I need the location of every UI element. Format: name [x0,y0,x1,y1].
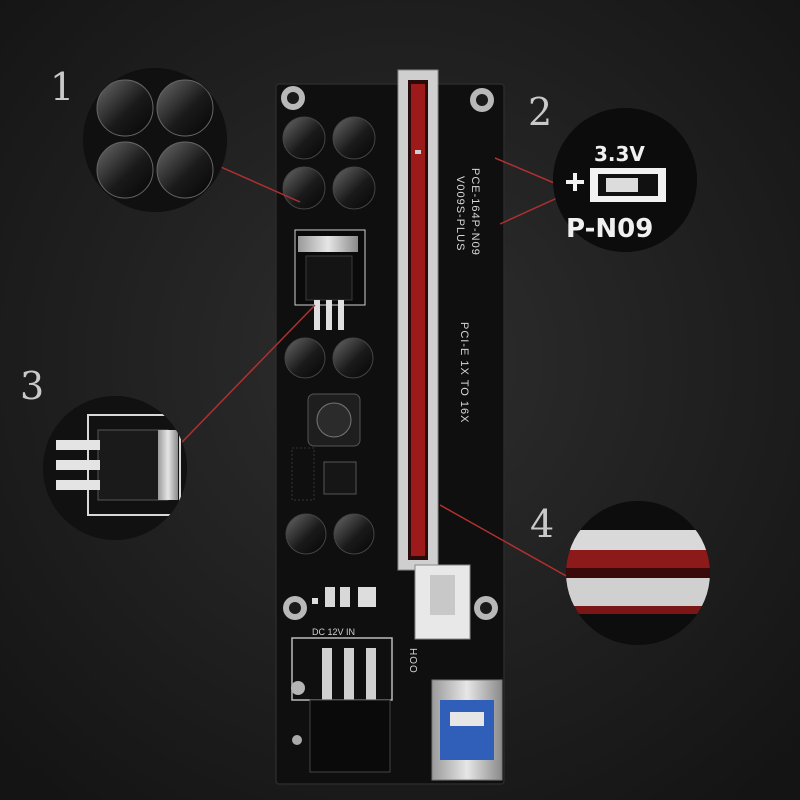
dc-12v-connector [291,637,393,773]
leader-line-4 [439,504,569,578]
board-edge-text: HOO [407,648,418,674]
riser-board [275,69,505,785]
capacitors-middle [284,337,374,379]
zoom2-model-label: P-N09 [566,214,654,244]
pcie-x16-slot [397,69,439,571]
callout-number-4: 4 [530,502,555,546]
smd-components [312,587,376,607]
capacitors-bottom [285,513,375,555]
board-model-line2: V009S-PLUS [454,176,466,252]
board-slot-text: PCI-E 1X TO 16X [458,322,470,424]
usb-connector [431,679,503,781]
callout-number-3: 3 [20,364,45,408]
control-chip [291,447,357,501]
board-model-line1: PCE-164P-N09 [469,168,481,256]
leader-line-2b [499,193,567,225]
callout-number-1: 1 [50,65,75,109]
inductor [307,393,361,447]
board-power-text: DC 12V IN [312,627,356,637]
zoom-callout-4 [566,501,710,645]
zoom-callout-1 [83,68,227,212]
zoom-callout-2 [553,108,697,252]
voltage-regulator [294,229,366,330]
mounting-holes [281,86,498,620]
slot-latch [414,564,471,640]
zoom-callout-3 [43,396,187,540]
callout-number-2: 2 [528,90,553,134]
zoom2-voltage-label: 3.3V [594,142,645,166]
